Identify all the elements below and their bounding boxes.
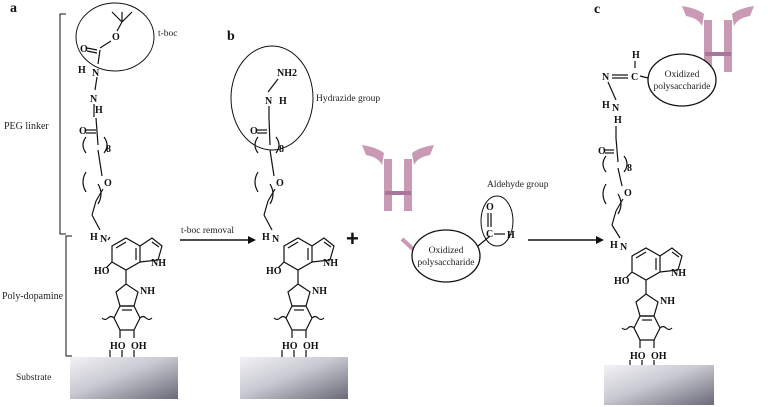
atom-h: H <box>78 65 86 76</box>
atom-h: H <box>614 115 622 126</box>
atom-oh: OH <box>651 351 667 362</box>
atom-n: N <box>100 234 108 245</box>
arrow-head <box>596 236 604 244</box>
aldehyde-ellipse <box>480 195 514 247</box>
atom-h: H <box>632 50 640 61</box>
panel-label-b: b <box>227 29 235 44</box>
tboc-structure <box>111 11 133 32</box>
atom-n: N <box>620 242 628 253</box>
atom-n: N <box>602 72 610 83</box>
poly-dopamine-label: Poly-dopamine <box>2 291 64 302</box>
antibody-icon <box>362 145 434 211</box>
atom-nh2: NH2 <box>277 68 297 79</box>
atom-n: N <box>272 234 280 245</box>
repeat-count: 8 <box>279 144 284 155</box>
substrate-block <box>240 357 348 399</box>
tboc-label: t-boc <box>158 29 178 39</box>
panel-label-a: a <box>10 1 17 16</box>
atom-o: O <box>250 126 258 137</box>
atom-ho: HO <box>266 266 282 277</box>
oxidized-label-line2: polysaccharide <box>418 258 475 268</box>
oxidized-label-line1: Oxidized <box>429 246 464 256</box>
oxidized-polysaccharide-ellipse <box>647 53 717 107</box>
atom-nh: NH <box>671 268 686 279</box>
peg-bracket <box>59 13 66 235</box>
atom-ho: HO <box>110 341 126 352</box>
panel-label-c: c <box>594 2 600 17</box>
atom-oh: OH <box>131 341 147 352</box>
atom-h: H <box>279 96 287 107</box>
atom-n: N <box>92 68 100 79</box>
atom-nh: NH <box>660 296 675 307</box>
atom-oh: OH <box>303 341 319 352</box>
atom-o: O <box>112 32 120 43</box>
hydrazide-ellipse <box>230 45 314 151</box>
atom-nh: NH <box>151 258 166 269</box>
oxidized-polysaccharide-ellipse <box>411 229 481 283</box>
plus-sign: + <box>346 226 359 251</box>
atom-c: C <box>631 72 638 83</box>
atom-h: H <box>507 230 515 241</box>
atom-o: O <box>624 188 632 199</box>
atom-o: O <box>276 178 284 189</box>
arrow-head <box>248 236 256 244</box>
atom-nh: NH <box>312 286 327 297</box>
atom-h: H <box>602 100 610 111</box>
oxidized-label-line1: Oxidized <box>665 70 700 80</box>
substrate-block <box>604 365 714 405</box>
atom-nh: NH <box>140 286 155 297</box>
atom-h: H <box>90 232 98 243</box>
atom-o: O <box>79 126 87 137</box>
atom-n: N <box>90 94 98 105</box>
atom-c: C <box>486 229 493 240</box>
atom-n: N <box>265 96 273 107</box>
repeat-count: 8 <box>627 163 632 174</box>
atom-ho: HO <box>282 341 298 352</box>
atom-o: O <box>80 44 88 55</box>
hydrazide-group-label: Hydrazide group <box>316 94 380 104</box>
atom-ho: HO <box>630 351 646 362</box>
antibody-link <box>400 237 416 252</box>
atom-o: O <box>104 178 112 189</box>
atom-h: H <box>262 232 270 243</box>
atom-h: H <box>610 240 618 251</box>
substrate-block <box>70 357 178 399</box>
atom-ho: HO <box>94 266 110 277</box>
atom-n: N <box>612 103 620 114</box>
atom-ho: HO <box>614 276 630 287</box>
repeat-count: 8 <box>106 144 111 155</box>
peg-linker-label: PEG linker <box>4 121 49 132</box>
tboc-removal-label: t-boc removal <box>181 226 234 236</box>
polydopamine-bracket <box>65 235 72 357</box>
substrate-label: Substrate <box>16 373 51 383</box>
oxidized-label-line2: polysaccharide <box>654 82 711 92</box>
atom-h: H <box>95 105 103 116</box>
atom-o: O <box>598 146 606 157</box>
aldehyde-group-label: Aldehyde group <box>487 180 549 190</box>
tboc-ellipse <box>75 2 155 72</box>
atom-nh: NH <box>323 258 338 269</box>
atom-o: O <box>486 202 494 213</box>
